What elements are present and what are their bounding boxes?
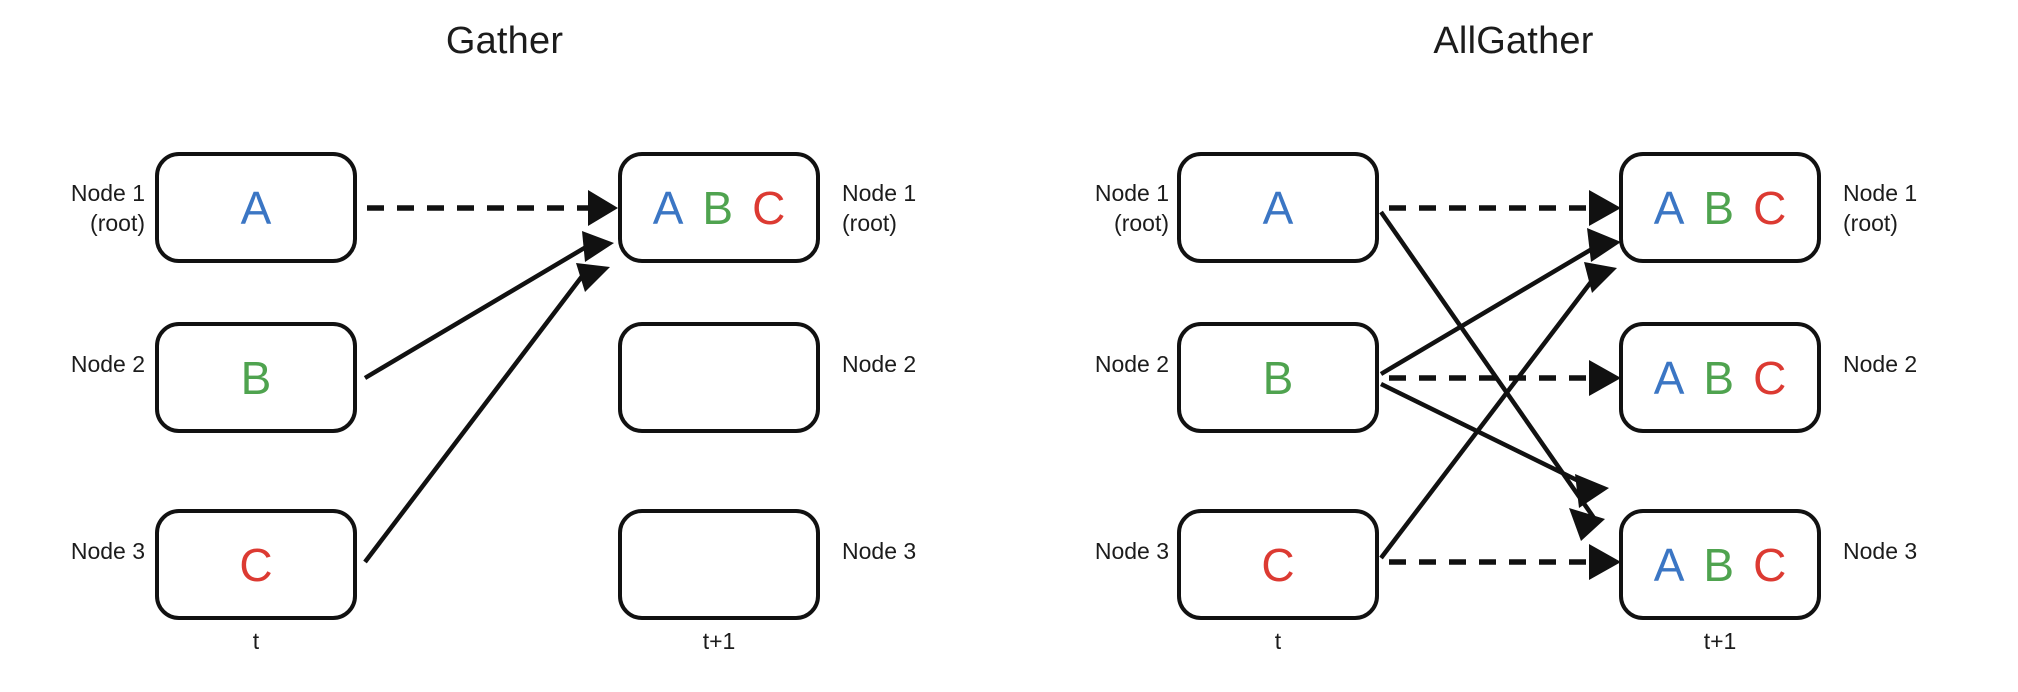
box-after-node-1: A B C (618, 152, 820, 263)
letter-a: A (240, 181, 272, 234)
box-before-node-1: A (155, 152, 357, 263)
box-after-node-2-letters: A B C (1654, 355, 1787, 401)
arrowhead-n2-to-n2 (1589, 360, 1621, 396)
box-after-node-1-letters: A B C (1654, 185, 1787, 231)
arrowhead-n1-to-n1 (588, 190, 618, 226)
letter-c: C (1753, 351, 1787, 404)
arrowhead-n1-to-n3 (1569, 508, 1605, 541)
label-after-node-1: Node 1 (root) (1843, 180, 1918, 237)
box-before-node-1-letters: A (1263, 185, 1294, 231)
panel-gather: Gather Node 1 (root) A Node 2 B Node 3 C… (70, 20, 917, 654)
box-after-node-2: A B C (1619, 322, 1821, 433)
label-after-node-3: Node 3 (1843, 538, 1918, 564)
letter-b: B (1703, 538, 1735, 591)
letter-a: A (1653, 538, 1685, 591)
letter-a: A (1262, 181, 1294, 234)
box-before-node-2-letters: B (1263, 355, 1294, 401)
edge-n3-to-n1-solid (1379, 276, 1596, 560)
box-before-node-3-letters: C (239, 542, 272, 588)
arrowhead-n2-to-n1 (582, 231, 614, 262)
letter-c: C (1261, 538, 1295, 591)
label-before-node-3: Node 3 (1094, 538, 1169, 564)
letter-c: C (1753, 181, 1787, 234)
letter-a: A (1653, 351, 1685, 404)
letter-c: C (1753, 538, 1787, 591)
time-label-after: t+1 (702, 628, 736, 654)
arrowhead-n3-to-n1 (1584, 262, 1617, 293)
box-before-node-2: B (155, 322, 357, 433)
box-after-node-3 (618, 509, 820, 620)
box-before-node-1-letters: A (241, 185, 272, 231)
letter-c: C (752, 181, 786, 234)
label-before-node-3: Node 3 (70, 538, 145, 564)
box-before-node-1: A (1177, 152, 1379, 263)
arrowhead-n1-to-n1 (1589, 190, 1621, 226)
label-before-node-1: Node 1 (root) (70, 180, 145, 237)
label-after-node-1: Node 1 (root) (842, 180, 917, 237)
box-after-node-1: A B C (1619, 152, 1821, 263)
arrowhead-n3-to-n3 (1589, 544, 1621, 580)
edge-n3-to-n1-solid (363, 273, 585, 564)
letter-b: B (1703, 351, 1735, 404)
label-after-node-3: Node 3 (842, 538, 917, 564)
panel-allgather: AllGather Node 1 (root) A Node 2 B (1009, 0, 2018, 692)
arrowhead-n3-to-n1 (576, 263, 610, 292)
letter-c: C (239, 538, 273, 591)
arrowhead-n2-to-n3 (1575, 474, 1609, 508)
letter-b: B (702, 181, 734, 234)
box-after-node-3: A B C (1619, 509, 1821, 620)
label-after-node-2: Node 2 (842, 351, 917, 377)
box-before-node-3-letters: C (1261, 542, 1294, 588)
gather-arrow-layer (363, 190, 618, 564)
time-label-after: t+1 (1703, 628, 1737, 654)
label-after-node-2: Node 2 (1843, 351, 1918, 377)
edge-n2-to-n3-solid (1380, 381, 1598, 493)
edge-n2-to-n1-solid (363, 245, 588, 380)
letter-b: B (1703, 181, 1735, 234)
label-before-node-1: Node 1 (root) (1094, 180, 1169, 237)
arrowhead-n2-to-n1 (1587, 228, 1621, 262)
box-before-node-3: C (1177, 509, 1379, 620)
box-after-node-1-letters: A B C (653, 185, 786, 231)
letter-a: A (1653, 181, 1685, 234)
letter-b: B (1262, 351, 1294, 404)
box-after-node-2 (618, 322, 820, 433)
label-before-node-2: Node 2 (1094, 351, 1169, 377)
edge-n2-to-n1-solid (1379, 244, 1599, 376)
box-after-node-3-letters: A B C (1654, 542, 1787, 588)
label-before-node-2: Node 2 (70, 351, 145, 377)
panel-title-gather: Gather (445, 20, 564, 62)
panel-title-allgather: AllGather (1433, 20, 1594, 62)
time-label-before: t (1274, 628, 1282, 654)
box-before-node-2-letters: B (241, 355, 272, 401)
letter-a: A (652, 181, 684, 234)
letter-b: B (240, 351, 272, 404)
allgather-arrow-layer (1379, 190, 1621, 580)
box-before-node-3: C (155, 509, 357, 620)
edge-n1-to-n3-solid (1379, 210, 1596, 520)
time-label-before: t (252, 628, 260, 654)
box-before-node-2: B (1177, 322, 1379, 433)
